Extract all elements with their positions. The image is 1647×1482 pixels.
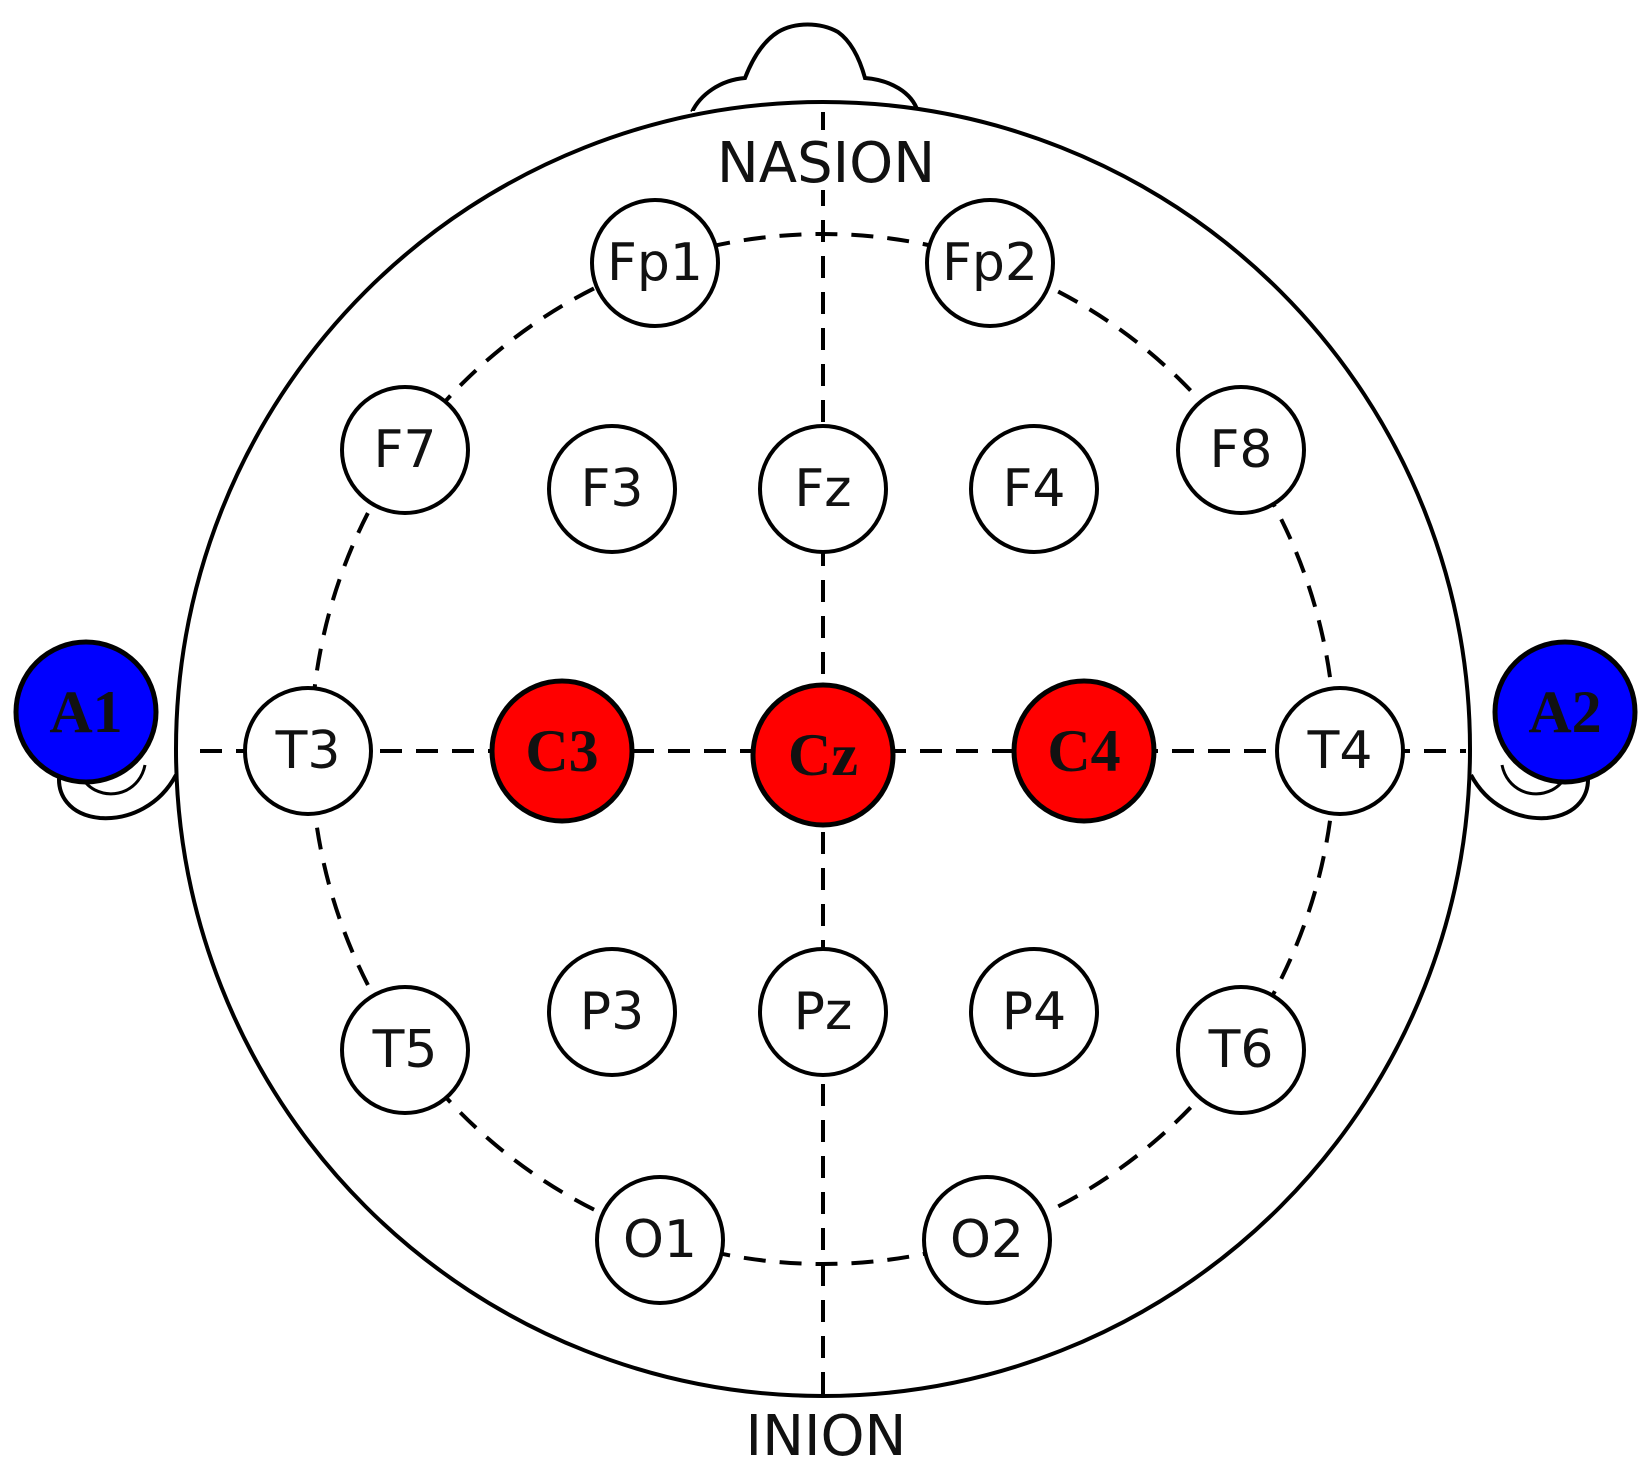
electrode-a2: A2 xyxy=(1492,639,1638,785)
electrode-f7-label: F7 xyxy=(374,420,437,480)
electrode-t5-marker xyxy=(340,985,470,1115)
electrode-a1: A1 xyxy=(13,639,159,785)
electrode-t4-label: T4 xyxy=(1307,721,1373,781)
nose-outline xyxy=(690,22,920,113)
electrode-cz-marker xyxy=(750,682,896,828)
electrode-a1-marker xyxy=(13,639,159,785)
electrode-p3: P3 xyxy=(547,947,677,1077)
electrode-fp1-marker xyxy=(590,198,720,328)
electrode-pz-label: Pz xyxy=(794,982,853,1042)
electrode-fz-marker xyxy=(758,424,888,554)
electrode-f7: F7 xyxy=(340,385,470,515)
electrode-p4-label: P4 xyxy=(1002,982,1066,1042)
electrode-c3-marker xyxy=(489,678,635,824)
electrode-t4: T4 xyxy=(1275,686,1405,816)
nasion-label-bg xyxy=(712,130,942,190)
inion-label-bg xyxy=(735,1398,915,1460)
electrode-cz-label: Cz xyxy=(788,722,858,788)
electrode-t6-label: T6 xyxy=(1208,1020,1274,1080)
electrode-fp2-marker xyxy=(925,198,1055,328)
electrode-f8: F8 xyxy=(1176,385,1306,515)
electrode-p4-marker xyxy=(969,947,1099,1077)
electrode-pz: Pz xyxy=(758,947,888,1077)
electrode-t5-label: T5 xyxy=(372,1020,438,1080)
electrode-fz-label: Fz xyxy=(794,459,851,519)
left-ear-outline xyxy=(57,769,178,821)
electrode-fp1: Fp1 xyxy=(590,198,720,328)
electrode-f7-marker xyxy=(340,385,470,515)
electrode-fp2-label: Fp2 xyxy=(942,233,1038,293)
electrode-o2: O2 xyxy=(922,1175,1052,1305)
electrode-o2-label: O2 xyxy=(950,1210,1024,1270)
electrode-a2-marker xyxy=(1492,639,1638,785)
electrode-f8-marker xyxy=(1176,385,1306,515)
electrode-fz: Fz xyxy=(758,424,888,554)
electrode-t5: T5 xyxy=(340,985,470,1115)
electrode-t6-marker xyxy=(1176,985,1306,1115)
electrode-a1-label: A1 xyxy=(49,679,122,745)
electrode-t3-label: T3 xyxy=(275,721,341,781)
electrode-c3: C3 xyxy=(489,678,635,824)
electrode-o1: O1 xyxy=(595,1175,725,1305)
electrode-f3: F3 xyxy=(547,424,677,554)
electrode-f8-label: F8 xyxy=(1210,420,1273,480)
electrode-p3-label: P3 xyxy=(580,982,644,1042)
electrode-c4-label: C4 xyxy=(1047,718,1120,784)
electrode-pz-marker xyxy=(758,947,888,1077)
electrode-f3-marker xyxy=(547,424,677,554)
electrode-t4-marker xyxy=(1275,686,1405,816)
electrode-c3-label: C3 xyxy=(525,718,598,784)
electrode-fp1-label: Fp1 xyxy=(607,233,703,293)
electrode-f4-label: F4 xyxy=(1003,459,1066,519)
electrode-c4: C4 xyxy=(1011,678,1157,824)
right-ear-outline xyxy=(1469,769,1590,821)
electrode-t6: T6 xyxy=(1176,985,1306,1115)
electrode-c4-marker xyxy=(1011,678,1157,824)
inion-label: INION xyxy=(746,1404,907,1469)
electrode-o1-label: O1 xyxy=(623,1210,697,1270)
electrode-f3-label: F3 xyxy=(581,459,644,519)
electrode-o2-marker xyxy=(922,1175,1052,1305)
electrode-p3-marker xyxy=(547,947,677,1077)
electrode-fp2: Fp2 xyxy=(925,198,1055,328)
electrode-f4: F4 xyxy=(969,424,1099,554)
electrode-f4-marker xyxy=(969,424,1099,554)
electrode-cz: Cz xyxy=(750,682,896,828)
nasion-label: NASION xyxy=(717,131,935,196)
electrode-a2-label: A2 xyxy=(1528,679,1601,745)
electrode-t3-marker xyxy=(243,686,373,816)
electrode-o1-marker xyxy=(595,1175,725,1305)
electrode-p4: P4 xyxy=(969,947,1099,1077)
electrode-t3: T3 xyxy=(243,686,373,816)
